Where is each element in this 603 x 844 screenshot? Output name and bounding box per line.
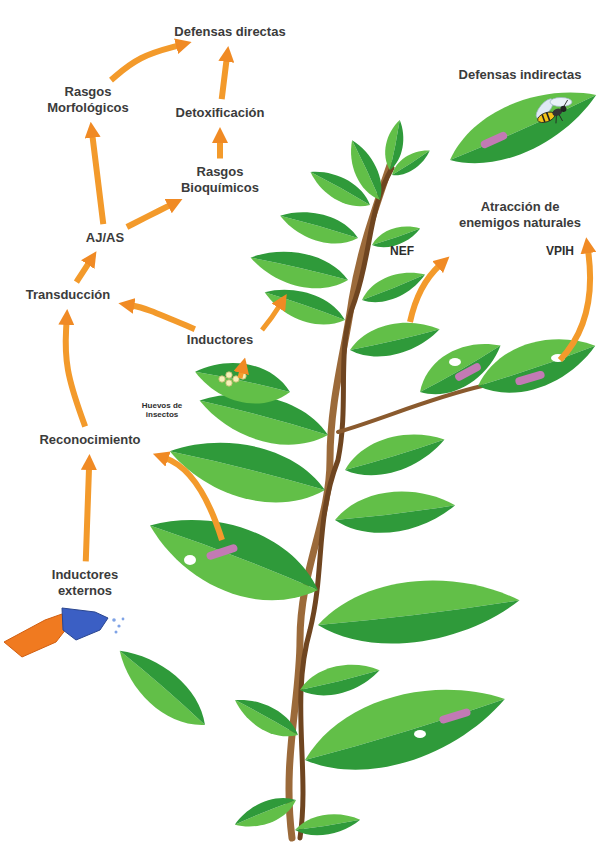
- leaf: [191, 354, 294, 412]
- node-text: Inductores: [187, 332, 253, 348]
- wasp-antenna: [562, 100, 569, 107]
- spray-nozzle: [62, 608, 108, 640]
- insect-egg: [226, 372, 232, 378]
- node-text: Defensas indirectas: [459, 67, 582, 83]
- signal-arrow: [410, 265, 440, 322]
- parasitoid-wasp: [529, 89, 578, 130]
- outcome-label: Defensas directas: [171, 23, 288, 41]
- label-text: Huevos de insectos: [138, 401, 186, 419]
- larva: [454, 362, 482, 382]
- leaf: [231, 790, 300, 835]
- process-label: Transducción: [23, 286, 114, 304]
- leaf: [138, 496, 329, 622]
- signal-arrow: [262, 305, 280, 330]
- signal-arrow: [240, 370, 242, 378]
- insect-egg: [219, 376, 225, 382]
- node-text: Reconocimiento: [39, 432, 140, 448]
- flow-arrow: [92, 134, 103, 224]
- signal-arrow: [165, 458, 222, 540]
- spray-mist: [115, 631, 118, 634]
- label-text: NEF: [390, 245, 414, 259]
- arrow-label: VPIH: [545, 245, 575, 259]
- leaf: [293, 809, 361, 839]
- node-text: Rasgos Bioquímicos: [173, 164, 267, 195]
- egg-label: Huevos de insectos: [137, 401, 187, 419]
- hormone-label: AJ/AS: [83, 229, 127, 247]
- wasp-stripe: [542, 115, 545, 123]
- label-text: VPIH: [546, 245, 574, 259]
- leaf: [276, 203, 361, 251]
- spray-bottle: [4, 614, 70, 657]
- spray-mist: [117, 624, 120, 627]
- node-text: Defensas directas: [174, 24, 285, 40]
- leaf-damage: [414, 730, 426, 738]
- larva: [439, 707, 472, 724]
- flow-arrow: [222, 59, 227, 100]
- flow-arrow: [127, 205, 171, 227]
- arrow-label: NEF: [389, 245, 415, 259]
- leaf-damage: [449, 358, 461, 366]
- flow-arrow: [86, 467, 89, 562]
- flow-arrow: [131, 305, 195, 329]
- node-text: Atracción de enemigos naturales: [453, 199, 587, 230]
- wasp-head: [560, 105, 568, 113]
- wasp-wing: [550, 98, 572, 107]
- leaf: [314, 569, 523, 654]
- leaf-damage: [184, 555, 196, 565]
- larva: [480, 131, 509, 150]
- leaf: [247, 242, 352, 297]
- signal-arrow: [560, 250, 590, 360]
- leaf: [260, 280, 350, 334]
- spray-mist: [122, 618, 125, 621]
- leaf: [229, 690, 303, 746]
- process-label: Detoxificación: [173, 104, 268, 122]
- leaf: [297, 656, 383, 702]
- wasp-leg: [554, 116, 559, 124]
- larva: [206, 543, 239, 560]
- node-text: Detoxificación: [176, 105, 265, 121]
- flow-arrow: [66, 322, 85, 427]
- node-text: Inductores externos: [43, 567, 127, 598]
- wasp-stripe: [547, 112, 550, 120]
- node-text: AJ/AS: [86, 230, 124, 246]
- process-label: Atracción de enemigos naturales: [450, 198, 590, 231]
- insect-egg: [226, 380, 232, 386]
- flow-arrow: [76, 262, 89, 282]
- wasp-leg: [559, 114, 562, 121]
- flow-arrow: [217, 140, 223, 159]
- leaf: [332, 485, 457, 539]
- inducer-label: Inductores externos: [40, 566, 130, 599]
- leaf: [388, 144, 434, 181]
- process-label: Reconocimiento: [36, 431, 143, 449]
- larva: [514, 370, 545, 386]
- spray-mist: [112, 618, 116, 622]
- trait-label: Rasgos Morfológicos: [38, 83, 138, 116]
- outcome-label: Defensas indirectas: [456, 66, 585, 84]
- leaf: [340, 422, 449, 485]
- leaf: [107, 637, 217, 739]
- plant-branch: [338, 386, 482, 432]
- trait-label: Rasgos Bioquímicos: [170, 163, 270, 196]
- node-text: Rasgos Morfológicos: [41, 84, 135, 115]
- leaf: [346, 314, 442, 364]
- leaf: [439, 71, 603, 181]
- flow-arrow: [111, 45, 179, 80]
- inducer-label: Inductores: [184, 331, 256, 349]
- leaf: [470, 323, 602, 406]
- node-text: Transducción: [26, 287, 111, 303]
- leaf: [342, 136, 390, 205]
